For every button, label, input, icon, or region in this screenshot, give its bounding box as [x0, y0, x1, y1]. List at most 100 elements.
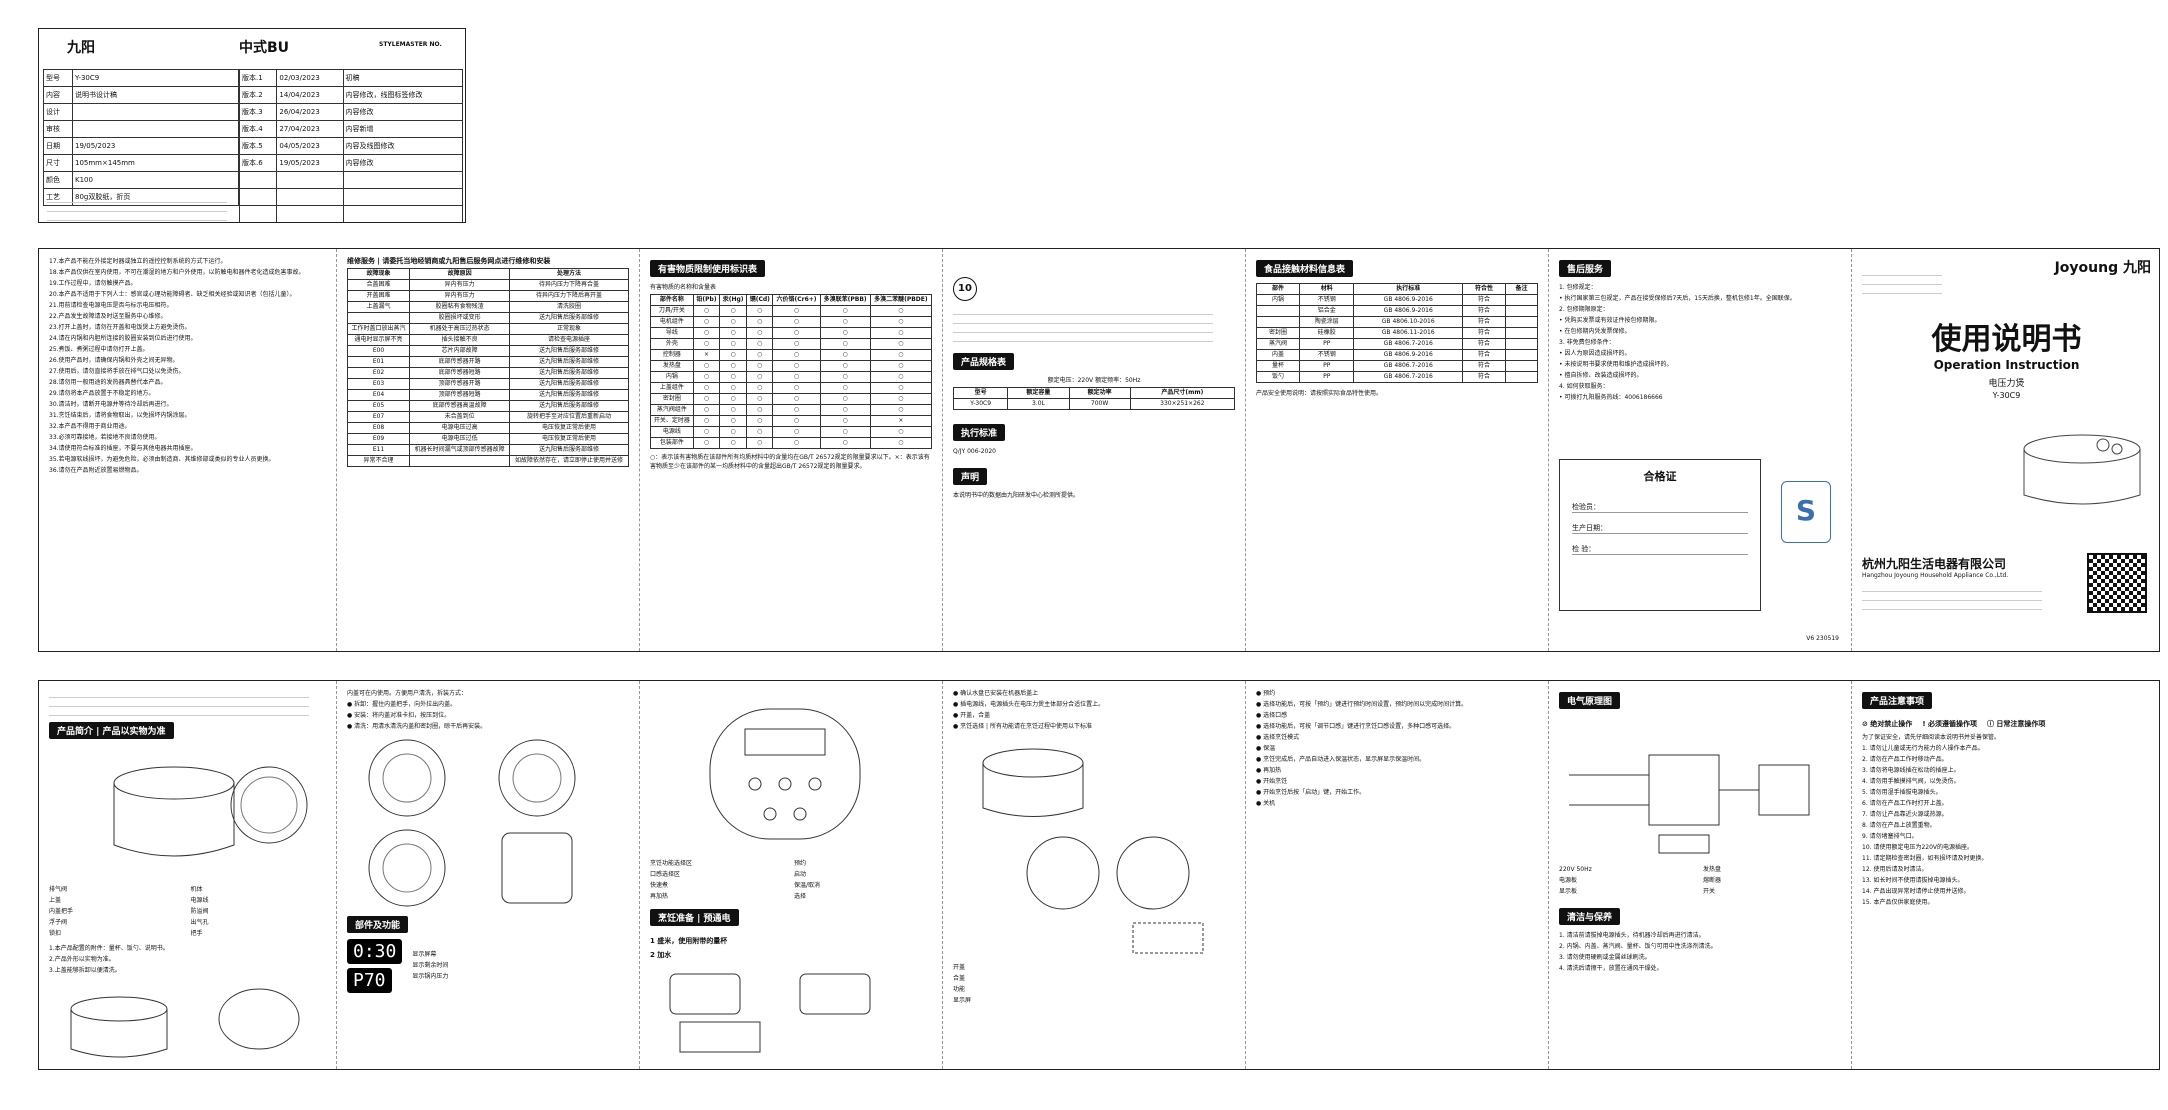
clean-item: 4. 清洗后请擦干，放置在通风干燥处。: [1559, 965, 1663, 972]
version-cell: 内容修改，线图标签修改: [342, 86, 463, 104]
hazard-cell: ○: [772, 415, 821, 427]
hazard-cell: ○: [719, 437, 748, 449]
caution-item: 12. 使用后请及时清洁。: [1862, 866, 1928, 873]
spec-value: 80g双胶纸，折页: [72, 188, 239, 206]
safety-item: 22.产品发生故障请及时送至服务中心维修。: [49, 313, 167, 320]
hazard-cell: ○: [719, 305, 748, 317]
version-cell: [276, 171, 344, 189]
food-cell: GB 4806.9-2016: [1353, 349, 1463, 361]
version-cell: [276, 188, 344, 206]
repair-cell: 机器长时间漏气或顶部传感器故障: [409, 444, 511, 456]
version-cell: [342, 205, 463, 222]
hazard-cell: ○: [819, 415, 871, 427]
spec-header: 额定功率: [1068, 387, 1131, 399]
hazard-cell: ○: [772, 305, 821, 317]
spec-key: 型号: [43, 69, 73, 87]
hazard-cell: ○: [772, 404, 821, 416]
spec-value: Y-30C9: [72, 69, 239, 87]
service-item: • 擅自拆修、改装造成损坏的。: [1559, 372, 1643, 379]
intro-note: 3.上盖能够拆卸以便清洗。: [49, 967, 121, 974]
repair-cell: 芯片内部故障: [409, 345, 511, 357]
repair-cell: 工作时盖口放出蒸汽: [346, 323, 411, 335]
repair-cell: 送九阳售后服务部维修: [509, 312, 629, 324]
safety-item: 28.请勿用一般用途的发热器具替代本产品。: [49, 379, 167, 386]
version-cell: [238, 205, 278, 222]
hazard-cell: ○: [772, 371, 821, 383]
hazard-row: 蒸汽阀组件○○○○○○: [650, 404, 933, 416]
food-cell: GB 4806.7-2016: [1353, 371, 1463, 383]
operate-label: 合盖: [953, 975, 966, 982]
caution-item: 3. 请勿将电源线插在松动的插座上。: [1862, 767, 1960, 774]
hazard-cell: ○: [746, 415, 774, 427]
control-labels: 烹饪功能选择区口感选择区快速煮再加热预约启动保温/取消选择: [650, 859, 932, 903]
hazard-cell: ○: [746, 305, 774, 317]
part-label: 浮子阀: [49, 919, 68, 926]
repair-row: 合盖困难异内有压力待异内压力下降再合盖: [346, 279, 629, 291]
repair-cell: 胶圈粘有食物残渣: [409, 301, 511, 313]
repair-cell: 底部传感器开路: [409, 356, 511, 368]
repair-header: 故障现象: [346, 268, 411, 280]
hazard-cell: ○: [819, 349, 871, 361]
food-cell: 内盖: [1255, 349, 1301, 361]
hazard-cell: 开关、定时器: [650, 415, 694, 427]
food-cell: [1505, 349, 1538, 361]
hazard-cell: ○: [692, 371, 721, 383]
hazard-cell: ○: [819, 327, 871, 339]
hazard-cell: ○: [746, 371, 774, 383]
cautions-list: 为了保证安全，请先仔细阅读本说明书并妥善保管。1. 请勿让儿童或无行为能力的人操…: [1862, 733, 2151, 907]
control-label: 选择: [794, 893, 807, 900]
repair-cell: E07: [346, 411, 411, 423]
function-item: ● 开始烹饪: [1256, 778, 1288, 785]
company-address: [1862, 583, 2042, 613]
hazard-cell: ○: [869, 404, 933, 416]
hazard-cell: ○: [819, 305, 871, 317]
hazard-cell: ○: [819, 382, 871, 394]
hazard-title: 有害物质限制使用标识表: [650, 260, 766, 277]
food-cell: 内锅: [1255, 294, 1301, 306]
hazard-cell: 刀具/开关: [650, 305, 694, 317]
hazard-cell: ○: [746, 360, 774, 372]
spec-key: 日期: [43, 137, 73, 155]
version-cell: 版本.4: [238, 120, 278, 138]
version-cell: [238, 188, 278, 206]
food-cell: [1505, 294, 1538, 306]
safety-item: 24.请在内锅和内胆所连接的胶圈安装到位后进行使用。: [49, 335, 197, 342]
service-item: 3. 非免费包修条件：: [1559, 339, 1615, 346]
warning-legend-item: ⊘ 绝对禁止操作: [1862, 720, 1913, 728]
spec-bu: 中式BU: [239, 40, 290, 56]
food-cell: 密封圈: [1255, 327, 1301, 339]
clean-item: 3. 请勿使用硬刷或金属丝球刷洗。: [1559, 954, 1651, 961]
company-name-en: Hangzhou Joyoung Household Appliance Co.…: [1862, 572, 2009, 579]
spec-brand: 九阳: [67, 40, 95, 56]
hazard-cell: ○: [746, 327, 774, 339]
hazard-note: ○：表示该有害物质在该部件所有均质材料中的含量均在GB/T 26572规定的限量…: [650, 454, 930, 470]
part-label: 出气孔: [190, 919, 209, 926]
manual-title-en: Operation Instruction: [1933, 358, 2080, 372]
intro-title: 产品简介 | 产品以实物为准: [49, 722, 174, 739]
hazard-cell: ○: [746, 349, 774, 361]
version-cell: [342, 188, 463, 206]
circuit-label: 熔断器: [1703, 877, 1722, 884]
operate-step: ● 开盖，合盖: [953, 712, 991, 719]
spec-line: 额定电压：220V 额定频率：50Hz: [1047, 377, 1141, 384]
safety-item: 21.用前请检查电源电压是否与标示电压相符。: [49, 302, 173, 309]
hazard-cell: ○: [772, 327, 821, 339]
intro-text: [49, 692, 309, 716]
function-item: ● 保温: [1256, 745, 1276, 752]
repair-cell: 插头接触不良: [409, 334, 511, 346]
service-item: 2. 包修期限原定：: [1559, 306, 1609, 313]
product-model: Y-30C9: [1992, 391, 2021, 400]
repair-cell: E05: [346, 400, 411, 412]
hazard-cell: ○: [819, 338, 871, 350]
cooker-illustration: [2023, 434, 2141, 505]
hazard-cell: ○: [869, 360, 933, 372]
hazard-cell: ○: [719, 316, 748, 328]
circuit-label: 显示板: [1559, 888, 1578, 895]
version-cell: 27/04/2023: [276, 120, 344, 138]
